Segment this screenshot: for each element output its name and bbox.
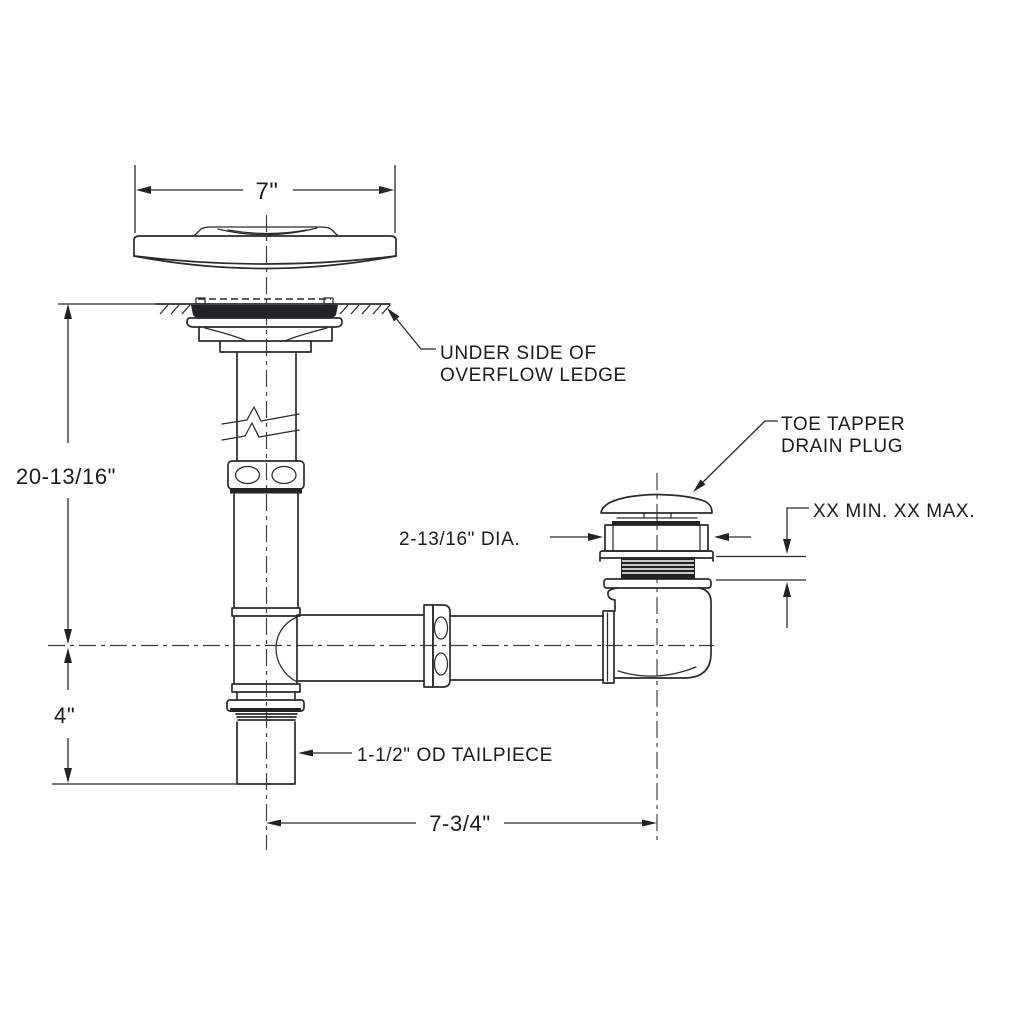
head-neck: [219, 340, 312, 353]
union-body: [432, 604, 451, 688]
arrowhead: [298, 749, 313, 757]
arrowhead-left: [266, 819, 281, 827]
tailpiece-od-label: 1-1/2" OD TAILPIECE: [357, 745, 553, 766]
slip-nut-upper: [227, 460, 305, 494]
leader-toe-tapper: TOE TAPPER DRAIN PLUG: [693, 414, 905, 492]
dimension-horizontal-span: 7-3/4": [266, 811, 657, 836]
arrowhead-down: [783, 539, 791, 554]
arrowhead-down: [64, 629, 72, 644]
overflow-tube: [233, 492, 299, 609]
pipe-break-line: [221, 406, 300, 425]
tail-nut-shadow: [230, 708, 301, 712]
dimension-plate-width: 7": [134, 165, 396, 233]
horizontal-span-label: 7-3/4": [429, 811, 491, 836]
plate-dish-arc-2: [227, 229, 308, 235]
elbow-body: [614, 587, 712, 679]
rubber-gasket: [191, 305, 338, 318]
arrowhead: [693, 479, 706, 492]
plate-hub: [193, 226, 339, 237]
arrowhead-left: [714, 533, 729, 541]
nut-shadow-band: [230, 488, 302, 494]
overall-height-label: 20-13/16": [16, 464, 116, 489]
arrowhead: [387, 308, 400, 322]
plate-width-label: 7": [255, 178, 278, 205]
arrowhead-right: [642, 819, 657, 827]
arrowhead-up: [783, 582, 791, 597]
tailpiece-tube: [236, 721, 296, 785]
underside-label-2: OVERFLOW LEDGE: [440, 365, 627, 386]
funnel-curve-right: [284, 327, 328, 342]
centerlines: [48, 215, 714, 850]
elbow-inner-arc: [617, 666, 697, 677]
tee-branch-curve: [275, 616, 298, 683]
nut-flat: [271, 465, 297, 485]
dimension-tailpiece-length: 4": [52, 648, 237, 785]
tailpiece-length-label: 4": [54, 703, 75, 728]
overflow-head: [186, 297, 343, 353]
pipe-break-line: [221, 422, 300, 441]
elbow-left-shoulder: [607, 587, 619, 612]
nut-flat: [234, 465, 261, 485]
union-nut: [423, 604, 451, 688]
arrowhead-left: [136, 186, 151, 194]
rim-tab-left: [195, 297, 206, 305]
arrowhead-down: [64, 768, 72, 783]
union-flat: [433, 652, 449, 676]
overflow-pipe: [221, 351, 300, 462]
dimension-overall-height: 20-13/16": [16, 304, 116, 644]
toe-tapper-label-1: TOE TAPPER: [781, 414, 905, 435]
waste-elbow: [602, 587, 712, 684]
rim-tab-right: [323, 297, 334, 305]
funnel-curve-left: [204, 327, 248, 342]
tail-threads: [235, 713, 298, 721]
overflow-ledge: [58, 303, 391, 315]
arrowhead-right: [588, 533, 603, 541]
drain-plug: [599, 493, 714, 589]
deck-range-label: XX MIN. XX MAX.: [813, 501, 975, 522]
horizontal-pipe: [296, 614, 604, 682]
leader-underside: UNDER SIDE OF OVERFLOW LEDGE: [387, 308, 627, 386]
union-flat: [433, 616, 449, 640]
arrowhead-right: [379, 186, 394, 194]
leader-tailpiece: 1-1/2" OD TAILPIECE: [298, 745, 553, 766]
arrowhead-up: [64, 648, 72, 663]
hatch-ticks: [159, 304, 391, 315]
plug-thread-lines: [622, 560, 694, 574]
head-flange: [186, 317, 343, 328]
tailpiece-assembly: [226, 691, 305, 785]
underside-label-1: UNDER SIDE OF: [440, 343, 597, 364]
plug-dome-cap: [600, 493, 713, 514]
arrowhead-up: [64, 304, 72, 319]
plate-bottom-outer: [133, 255, 397, 270]
plate-bottom-inner: [133, 255, 397, 265]
elbow-inlet-hub: [602, 610, 615, 684]
dimension-plug-diameter: 2-13/16" DIA.: [399, 529, 751, 550]
overflow-plate: [133, 226, 397, 270]
tee-fitting: [231, 607, 301, 693]
tee-hub-top: [231, 607, 301, 617]
funnel-block: [198, 326, 333, 342]
dimension-deck-range: XX MIN. XX MAX.: [716, 501, 975, 628]
toe-tapper-label-2: DRAIN PLUG: [781, 436, 903, 457]
plug-gasket: [612, 521, 700, 526]
plug-diameter-label: 2-13/16" DIA.: [399, 529, 520, 550]
tee-hub-bottom: [231, 683, 301, 693]
